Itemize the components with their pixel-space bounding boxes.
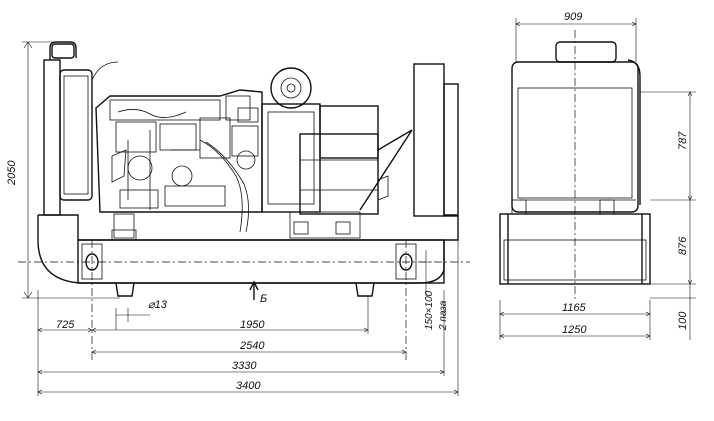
dim-side-height: 2050 (6, 160, 18, 186)
dim-top-width: 909 (564, 11, 582, 23)
control-panel (413, 63, 459, 217)
dim-frame-length-a: 2540 (239, 340, 265, 352)
radiator (43, 41, 119, 216)
dim-hole-spacing: 1950 (240, 319, 265, 331)
dim-base-outer-width: 1250 (562, 324, 587, 336)
dim-slot-count: 2 паза (438, 300, 449, 331)
dim-right-lower-height: 876 (677, 236, 689, 255)
engine (95, 89, 263, 241)
dimension-lines (22, 18, 696, 396)
dim-overall-length: 3400 (236, 380, 261, 392)
view-label: Б (260, 293, 267, 305)
dim-mount-diameter: ⌀13 (148, 299, 168, 311)
dimension-labels: 2050 725 ⌀13 1950 2540 3330 3400 Б 150×1… (6, 11, 689, 392)
side-view (18, 41, 470, 360)
dim-base-inner-width: 1165 (562, 302, 587, 314)
alternator (289, 105, 413, 239)
dim-slot-size: 150×100 (424, 290, 435, 330)
base-frame (37, 214, 459, 297)
dim-right-upper-height: 787 (677, 131, 689, 150)
dim-front-offset: 725 (56, 319, 75, 331)
dim-frame-length-b: 3330 (232, 360, 257, 372)
dim-right-bottom: 100 (677, 311, 689, 330)
front-view (499, 30, 651, 300)
